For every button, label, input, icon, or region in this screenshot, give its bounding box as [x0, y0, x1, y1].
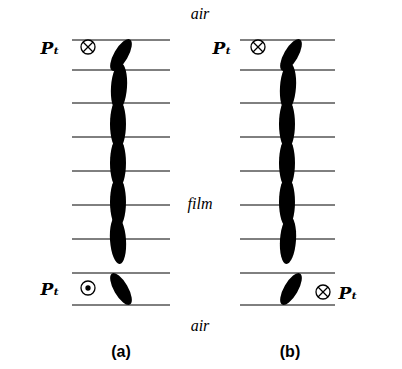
molecules-b	[276, 36, 306, 308]
panel-label: (a)	[111, 344, 131, 360]
medium-label: air	[191, 6, 210, 22]
polarization-label: Pₜ	[40, 40, 59, 57]
panel-label: (b)	[280, 344, 300, 360]
polarization-label: Pₜ	[212, 40, 231, 57]
polarization-label: Pₜ	[40, 281, 59, 298]
polarization-symbols	[81, 40, 330, 299]
layer-lines	[72, 40, 335, 305]
molecules-a	[106, 36, 136, 308]
medium-label: air	[191, 318, 210, 334]
medium-label: film	[188, 196, 213, 212]
polarization-label: Pₜ	[338, 285, 357, 302]
